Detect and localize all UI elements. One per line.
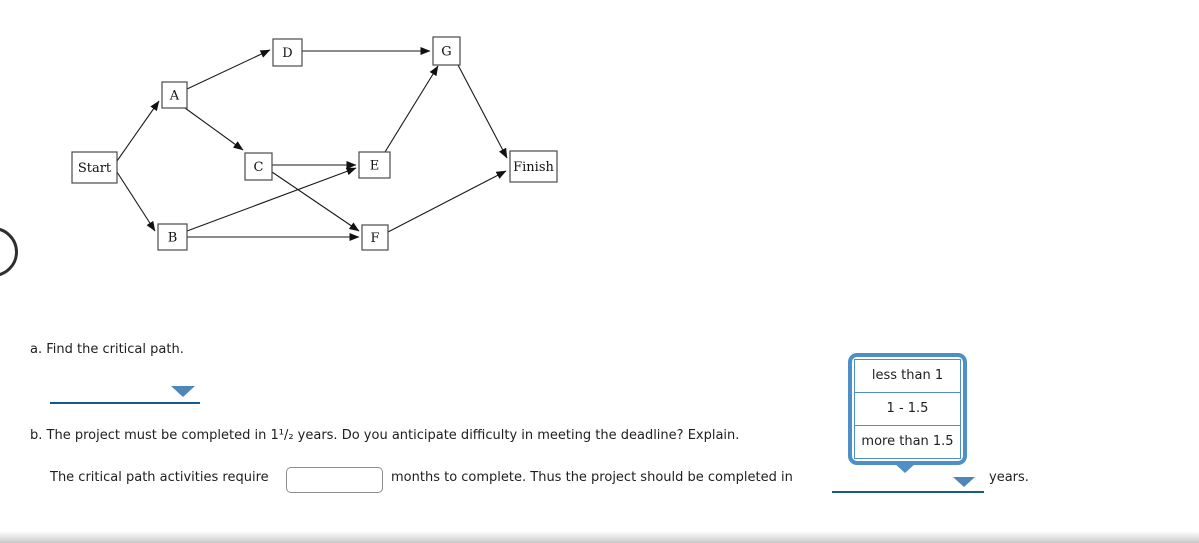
- edge-start-to-a: [116, 100, 160, 162]
- chevron-down-icon: [171, 386, 195, 397]
- node-start: [71, 151, 118, 184]
- edge-f-to-finish: [387, 170, 507, 233]
- node-d-label: D: [282, 46, 292, 61]
- node-g: [432, 36, 461, 66]
- node-e-label: E: [370, 159, 380, 174]
- edge-a-to-d: [186, 49, 271, 90]
- popup-option-more-than-1p5[interactable]: more than 1.5: [854, 425, 961, 459]
- answer-middle-label: months to complete. Thus the project sho…: [391, 470, 793, 485]
- edge-start-to-b: [116, 171, 156, 232]
- node-a: [161, 81, 188, 109]
- edge-e-to-g: [384, 65, 439, 153]
- node-e: [358, 151, 391, 179]
- edge-b-to-e: [186, 167, 357, 232]
- node-a-label: A: [169, 89, 180, 104]
- popup-tail-pointer-icon: [894, 463, 916, 473]
- edge-g-to-finish: [457, 64, 508, 159]
- node-d: [272, 38, 303, 67]
- months-input[interactable]: [286, 467, 383, 493]
- project-network-diagram: Start A B C D E F G Finish: [71, 36, 558, 251]
- years-dropdown[interactable]: [832, 473, 984, 493]
- node-start-label: Start: [78, 161, 112, 176]
- edge-a-to-c: [184, 107, 244, 151]
- answer-suffix-label: years.: [989, 470, 1029, 485]
- question-b-label: b. The project must be completed in 1¹/₂…: [30, 428, 740, 443]
- years-dropdown-popup: less than 1 1 - 1.5 more than 1.5: [848, 353, 967, 465]
- bottom-divider-bar: [0, 531, 1199, 543]
- node-b: [157, 223, 188, 251]
- question-a-label: a. Find the critical path.: [30, 342, 184, 357]
- edge-c-to-f: [271, 171, 360, 232]
- node-f-label: F: [370, 231, 379, 246]
- partial-circle-decoration: [0, 227, 18, 277]
- node-finish-label: Finish: [513, 160, 554, 175]
- popup-option-less-than-1[interactable]: less than 1: [854, 359, 961, 393]
- node-finish: [509, 150, 558, 183]
- chevron-down-icon: [953, 477, 975, 487]
- node-g-label: G: [441, 45, 451, 60]
- node-c-label: C: [254, 160, 264, 175]
- answer-prefix-label: The critical path activities require: [50, 470, 269, 485]
- node-c: [244, 152, 273, 181]
- node-b-label: B: [168, 231, 178, 246]
- node-f: [361, 224, 389, 251]
- popup-option-1-1p5[interactable]: 1 - 1.5: [854, 392, 961, 426]
- critical-path-dropdown[interactable]: [50, 384, 200, 404]
